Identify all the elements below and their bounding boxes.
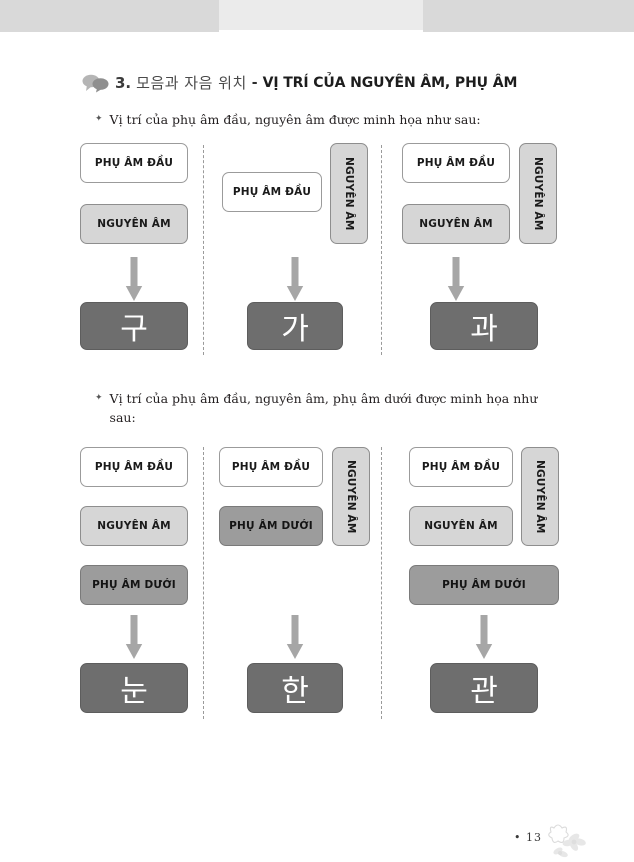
diagram1-divider-1 bbox=[203, 145, 204, 355]
diagram1-divider-2 bbox=[381, 145, 382, 355]
diagram1-col3-vowel-box-vertical[interactable]: NGUYÊN ÂM bbox=[519, 143, 557, 244]
section-number: 3. bbox=[115, 73, 132, 92]
box-label: NGUYÊN ÂM bbox=[419, 218, 493, 230]
result-syllable: 구 bbox=[120, 312, 148, 347]
bullet-paragraph-1: ✦ Vị trí của phụ âm đầu, nguyên âm được … bbox=[95, 110, 565, 129]
speech-bubbles-icon bbox=[82, 73, 110, 93]
diagram2-col3-result-box[interactable]: 관 bbox=[430, 663, 538, 713]
result-syllable: 관 bbox=[470, 674, 498, 709]
diagram1-col3-vowel-box[interactable]: NGUYÊN ÂM bbox=[402, 204, 510, 244]
box-label: NGUYÊN ÂM bbox=[97, 218, 171, 230]
diagram2-col2-result-box[interactable]: 한 bbox=[247, 663, 343, 713]
box-label: PHỤ ÂM ĐẦU bbox=[231, 461, 311, 473]
box-label: PHỤ ÂM DƯỚI bbox=[229, 520, 313, 532]
box-label: PHỤ ÂM ĐẦU bbox=[232, 186, 312, 198]
result-syllable: 한 bbox=[281, 674, 309, 709]
diagram2-col3-final-consonant-box[interactable]: PHỤ ÂM DƯỚI bbox=[409, 565, 559, 605]
page-top-decoration-bar bbox=[0, 0, 634, 32]
diagram1-col2-arrow-icon bbox=[286, 257, 304, 302]
diagram-final-consonant-positions: PHỤ ÂM ĐẦU NGUYÊN ÂM PHỤ ÂM DƯỚI 눈 PHỤ Â… bbox=[0, 443, 634, 723]
box-label: NGUYÊN ÂM bbox=[534, 459, 546, 534]
diagram2-col2-initial-consonant-box[interactable]: PHỤ ÂM ĐẦU bbox=[219, 447, 323, 487]
page-number: • 13 bbox=[514, 831, 542, 844]
diagram2-col2-vowel-box-vertical[interactable]: NGUYÊN ÂM bbox=[332, 447, 370, 546]
diagram2-col1-vowel-box[interactable]: NGUYÊN ÂM bbox=[80, 506, 188, 546]
bullet-marker-icon: ✦ bbox=[95, 114, 103, 124]
box-label: NGUYÊN ÂM bbox=[532, 156, 544, 231]
diagram1-col1-vowel-box[interactable]: NGUYÊN ÂM bbox=[80, 204, 188, 244]
result-syllable: 가 bbox=[281, 312, 309, 347]
diagram-vowel-consonant-positions: PHỤ ÂM ĐẦU NGUYÊN ÂM 구 PHỤ ÂM ĐẦU NGUYÊN… bbox=[0, 140, 634, 360]
section-title-separator: - bbox=[251, 74, 258, 91]
result-syllable: 과 bbox=[470, 312, 498, 347]
diagram2-col1-final-consonant-box[interactable]: PHỤ ÂM DƯỚI bbox=[80, 565, 188, 605]
result-syllable: 눈 bbox=[120, 674, 148, 709]
box-label: PHỤ ÂM ĐẦU bbox=[421, 461, 501, 473]
bullet-text-1: Vị trí của phụ âm đầu, nguyên âm được mi… bbox=[109, 112, 481, 127]
diagram2-col2-final-consonant-box[interactable]: PHỤ ÂM DƯỚI bbox=[219, 506, 323, 546]
diagram1-col3-initial-consonant-box[interactable]: PHỤ ÂM ĐẦU bbox=[402, 143, 510, 183]
diagram1-col3-result-box[interactable]: 과 bbox=[430, 302, 538, 350]
box-label: PHỤ ÂM DƯỚI bbox=[442, 579, 526, 591]
box-label: NGUYÊN ÂM bbox=[97, 520, 171, 532]
diagram2-col1-result-box[interactable]: 눈 bbox=[80, 663, 188, 713]
diagram1-col2-result-box[interactable]: 가 bbox=[247, 302, 343, 350]
box-label: PHỤ ÂM ĐẦU bbox=[94, 157, 174, 169]
diagram1-col1-initial-consonant-box[interactable]: PHỤ ÂM ĐẦU bbox=[80, 143, 188, 183]
bullet-text-2: Vị trí của phụ âm đầu, nguyên âm, phụ âm… bbox=[109, 391, 538, 425]
diagram1-col2-vowel-box-vertical[interactable]: NGUYÊN ÂM bbox=[330, 143, 368, 244]
diagram2-col3-vowel-box-vertical[interactable]: NGUYÊN ÂM bbox=[521, 447, 559, 546]
diagram1-col3-arrow-icon bbox=[447, 257, 465, 302]
diagram2-col3-arrow-icon bbox=[475, 615, 493, 660]
topbar-segment-right bbox=[423, 0, 634, 32]
diagram1-col1-result-box[interactable]: 구 bbox=[80, 302, 188, 350]
box-label: NGUYÊN ÂM bbox=[343, 156, 355, 231]
diagram2-col2-arrow-icon bbox=[286, 615, 304, 660]
box-label: PHỤ ÂM ĐẦU bbox=[94, 461, 174, 473]
box-label: PHỤ ÂM ĐẦU bbox=[416, 157, 496, 169]
bullet-marker-icon: ✦ bbox=[95, 393, 103, 403]
topbar-segment-center bbox=[219, 0, 423, 30]
diagram2-col3-initial-consonant-box[interactable]: PHỤ ÂM ĐẦU bbox=[409, 447, 513, 487]
diagram1-col1-arrow-icon bbox=[125, 257, 143, 302]
diagram1-col2-initial-consonant-box[interactable]: PHỤ ÂM ĐẦU bbox=[222, 172, 322, 212]
section-title-vietnamese: VỊ TRÍ CỦA NGUYÊN ÂM, PHỤ ÂM bbox=[262, 74, 518, 91]
topbar-segment-left bbox=[0, 0, 219, 32]
diagram2-divider-1 bbox=[203, 447, 204, 719]
diagram2-divider-2 bbox=[381, 447, 382, 719]
section-heading: 3. 모음과 자음 위치 - VỊ TRÍ CỦA NGUYÊN ÂM, PHỤ… bbox=[82, 72, 517, 93]
bullet-paragraph-2: ✦ Vị trí của phụ âm đầu, nguyên âm, phụ … bbox=[95, 389, 567, 427]
diagram2-col1-arrow-icon bbox=[125, 615, 143, 660]
section-title-korean: 모음과 자음 위치 bbox=[136, 74, 247, 92]
box-label: PHỤ ÂM DƯỚI bbox=[92, 579, 176, 591]
box-label: NGUYÊN ÂM bbox=[345, 459, 357, 534]
diagram2-col3-vowel-box[interactable]: NGUYÊN ÂM bbox=[409, 506, 513, 546]
flower-decoration-icon bbox=[538, 818, 596, 858]
box-label: NGUYÊN ÂM bbox=[424, 520, 498, 532]
diagram2-col1-initial-consonant-box[interactable]: PHỤ ÂM ĐẦU bbox=[80, 447, 188, 487]
